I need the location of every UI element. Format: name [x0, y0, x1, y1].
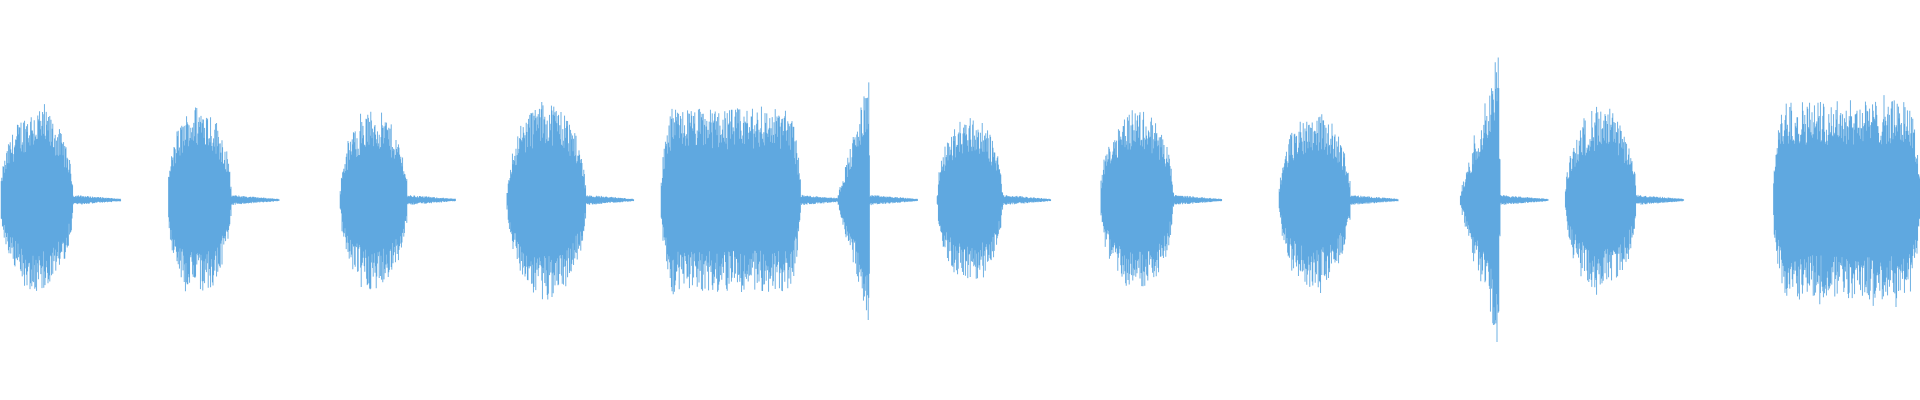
waveform-strokes — [0, 57, 1920, 342]
waveform-path — [0, 57, 1920, 342]
